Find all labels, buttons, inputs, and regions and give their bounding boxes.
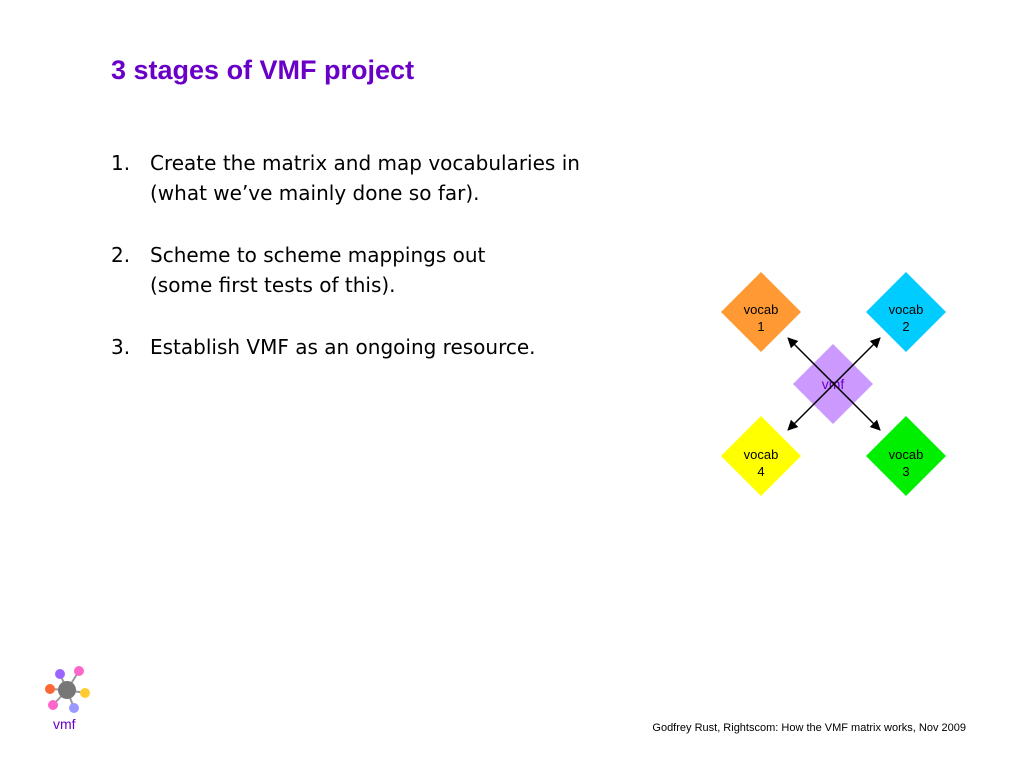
vmf-mapping-diagram: vmf vocab 1 vocab 2 vocab 3 vocab 4 bbox=[721, 272, 946, 496]
vocab-1-number: 1 bbox=[757, 319, 764, 334]
vocab-4-diamond bbox=[721, 416, 801, 496]
stage-item-2: 2. Scheme to scheme mappings out (some f… bbox=[111, 240, 580, 300]
slide-title: 3 stages of VMF project bbox=[111, 55, 415, 85]
stage-text-detail: (some first tests of this). bbox=[150, 273, 396, 297]
stage-text: Scheme to scheme mappings out bbox=[150, 243, 486, 267]
vocab-3-diamond bbox=[866, 416, 946, 496]
vocab-3-label: vocab bbox=[889, 447, 924, 462]
stage-item-3: 3. Establish VMF as an ongoing resource. bbox=[111, 332, 580, 362]
logo-text: vmf bbox=[53, 716, 76, 732]
stage-text-detail: (what we’ve mainly done so far). bbox=[150, 181, 480, 205]
stage-text: Create the matrix and map vocabularies i… bbox=[150, 151, 580, 175]
vocab-2-number: 2 bbox=[902, 319, 909, 334]
stage-number: 1. bbox=[111, 151, 131, 175]
vocab-2-diamond bbox=[866, 272, 946, 352]
arrow-vocab2-vocab4 bbox=[787, 337, 881, 431]
vocab-1-label: vocab bbox=[744, 302, 779, 317]
vocab-4-number: 4 bbox=[757, 464, 764, 479]
stage-number: 2. bbox=[111, 243, 131, 267]
vocab-2-label: vocab bbox=[889, 302, 924, 317]
vocab-1-diamond bbox=[721, 272, 801, 352]
vmf-logo-icon bbox=[45, 666, 90, 713]
stage-item-1: 1. Create the matrix and map vocabularie… bbox=[111, 148, 580, 208]
vocab-4-label: vocab bbox=[744, 447, 779, 462]
stages-list: 1. Create the matrix and map vocabularie… bbox=[111, 148, 580, 394]
stage-text: Establish VMF as an ongoing resource. bbox=[150, 335, 536, 359]
footer-credit: Godfrey Rust, Rightscom: How the VMF mat… bbox=[652, 722, 966, 734]
vocab-3-number: 3 bbox=[902, 464, 909, 479]
stage-number: 3. bbox=[111, 335, 131, 359]
